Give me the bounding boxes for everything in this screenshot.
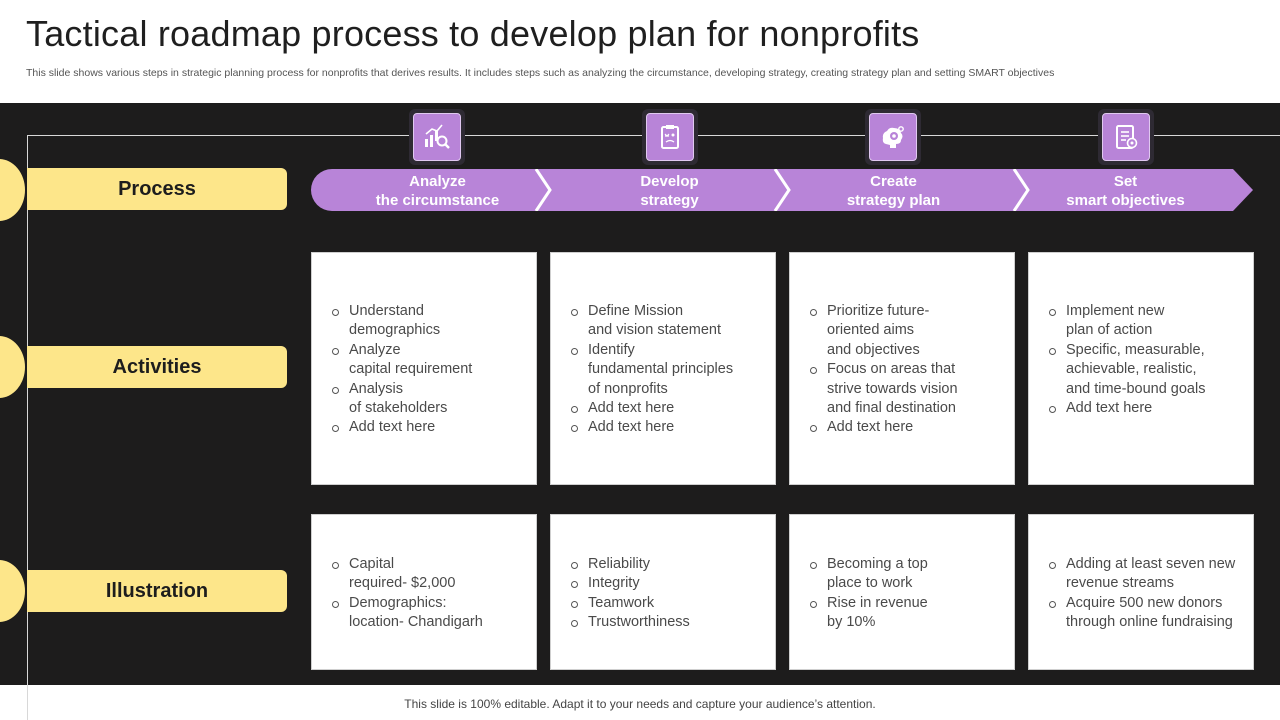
step-title-line: strategy plan: [846, 192, 941, 209]
list-item: Add text here: [330, 418, 528, 437]
list-item: Teamwork: [569, 594, 767, 613]
step-title-line: strategy: [640, 192, 699, 209]
row-label-process: Process: [27, 168, 287, 210]
clipboard-strategy-icon: [646, 113, 694, 161]
list-item-text: Becoming a top place to work: [827, 556, 928, 592]
list-item: Implement new plan of action: [1047, 302, 1245, 341]
slide-title: Tactical roadmap process to develop plan…: [26, 13, 920, 54]
list-item-text: Capital required- $2,000: [349, 556, 456, 592]
list-item-text: Acquire 500 new donors through online fu…: [1066, 594, 1233, 631]
list-item-text: Analyze capital requirement: [349, 341, 473, 378]
checklist-target-icon: [1102, 113, 1150, 161]
list-item-text: Reliability: [588, 556, 651, 572]
step-title-line: Analyze: [409, 173, 466, 190]
list-item-text: Identify fundamental principles of nonpr…: [588, 341, 734, 397]
list-item: Identify fundamental principles of nonpr…: [569, 341, 767, 399]
list-item-text: Integrity: [588, 575, 640, 592]
list-item-text: Demographics: location- Chandigarh: [349, 594, 483, 631]
activities-card-create: Prioritize future- oriented aims and obj…: [789, 252, 1015, 485]
list-item-text: Define Mission and vision statement: [588, 303, 721, 339]
list-item-text: Add text here: [827, 419, 914, 436]
list-item: Prioritize future- oriented aims and obj…: [808, 302, 1006, 360]
list-item-text: Trustworthiness: [588, 614, 690, 631]
list-item-text: Add text here: [588, 400, 675, 417]
step-title-line: Develop: [640, 173, 699, 190]
list-item-text: Add text here: [588, 419, 675, 436]
row-marker-illustration: [0, 560, 27, 622]
illustration-card-create: Becoming a top place to work Rise in rev…: [789, 514, 1015, 670]
illustration-card-develop: Reliability Integrity Teamwork Trustwort…: [550, 514, 776, 670]
list-item-text: Rise in revenue by 10%: [827, 594, 928, 631]
step-title-line: the circumstance: [375, 192, 500, 209]
list-item: Understand demographics: [330, 302, 528, 341]
list-item-text: Specific, measurable, achievable, realis…: [1066, 341, 1206, 397]
list-item-text: Analysis of stakeholders: [349, 380, 448, 417]
list-item: Analyze capital requirement: [330, 341, 528, 380]
list-item: Add text here: [569, 399, 767, 418]
list-item: Define Mission and vision statement: [569, 302, 767, 341]
step-title-analyze: Analyze the circumstance: [330, 172, 545, 210]
step-icon-box-develop: [642, 109, 698, 165]
activities-card-develop: Define Mission and vision statement Iden…: [550, 252, 776, 485]
step-title-line: smart objectives: [1066, 192, 1185, 209]
list-item-text: Teamwork: [588, 594, 655, 611]
list-item: Focus on areas that strive towards visio…: [808, 360, 1006, 418]
list-item: Add text here: [569, 418, 767, 437]
list-item: Specific, measurable, achievable, realis…: [1047, 341, 1245, 399]
list-item: Analysis of stakeholders: [330, 380, 528, 419]
row-label-activities: Activities: [27, 346, 287, 388]
step-title-create: Create strategy plan: [786, 172, 1001, 210]
row-label-illustration: Illustration: [27, 570, 287, 612]
process-arrow-band: [311, 169, 1253, 211]
step-icon-box-analyze: [409, 109, 465, 165]
list-item-text: Add text here: [349, 419, 436, 436]
list-item-text: Prioritize future- oriented aims and obj…: [827, 303, 930, 358]
list-item: Add text here: [808, 418, 1006, 437]
list-item: Reliability: [569, 555, 767, 574]
step-title-line: Create: [870, 173, 917, 190]
slide-subtitle: This slide shows various steps in strate…: [26, 67, 1055, 79]
list-item: Becoming a top place to work: [808, 555, 1006, 594]
activities-card-analyze: Understand demographics Analyze capital …: [311, 252, 537, 485]
list-item: Demographics: location- Chandigarh: [330, 594, 528, 633]
brain-gear-icon: [869, 113, 917, 161]
row-marker-activities: [0, 336, 27, 398]
illustration-card-set: Adding at least seven new revenue stream…: [1028, 514, 1254, 670]
frame-line-vertical: [27, 135, 28, 720]
list-item-text: Implement new plan of action: [1066, 303, 1165, 339]
list-item-text: Add text here: [1066, 400, 1153, 417]
list-item: Capital required- $2,000: [330, 555, 528, 594]
step-icon-box-create: [865, 109, 921, 165]
illustration-card-analyze: Capital required- $2,000 Demographics: l…: [311, 514, 537, 670]
step-title-line: Set: [1113, 173, 1138, 190]
chart-magnifier-icon: [413, 113, 461, 161]
step-title-set: Set smart objectives: [1018, 172, 1233, 210]
list-item: Acquire 500 new donors through online fu…: [1047, 594, 1245, 633]
step-icon-box-set: [1098, 109, 1154, 165]
list-item-text: Focus on areas that strive towards visio…: [827, 361, 958, 417]
list-item: Adding at least seven new revenue stream…: [1047, 555, 1245, 594]
list-item: Rise in revenue by 10%: [808, 594, 1006, 633]
list-item-text: Adding at least seven new revenue stream…: [1066, 556, 1236, 592]
list-item: Integrity: [569, 574, 767, 593]
row-marker-process: [0, 159, 27, 221]
list-item: Add text here: [1047, 399, 1245, 418]
step-title-develop: Develop strategy: [562, 172, 777, 210]
list-item: Trustworthiness: [569, 613, 767, 632]
slide-footer: This slide is 100% editable. Adapt it to…: [404, 697, 876, 711]
activities-card-set: Implement new plan of action Specific, m…: [1028, 252, 1254, 485]
list-item-text: Understand demographics: [349, 303, 441, 339]
